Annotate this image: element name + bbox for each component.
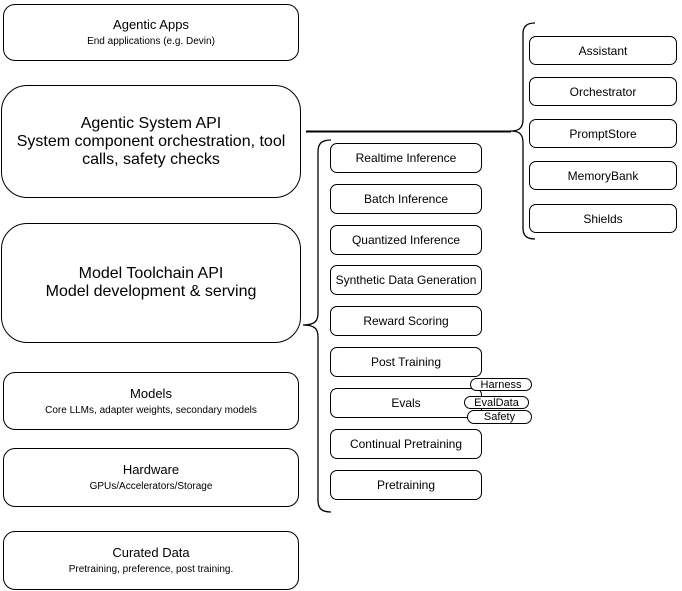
toolchain-brace: [302, 139, 332, 513]
components-brace: [510, 22, 536, 240]
node-quantized-inference: Quantized Inference: [330, 225, 482, 255]
node-pretraining: Pretraining: [330, 470, 482, 500]
node-realtime-inference: Realtime Inference: [330, 143, 482, 173]
tag-harness: Harness: [470, 378, 532, 391]
node-shields: Shields: [529, 204, 677, 233]
node-subtitle: Core LLMs, adapter weights, secondary mo…: [45, 404, 257, 416]
node-post-training: Post Training: [330, 347, 482, 377]
node-evals: Evals: [330, 388, 482, 418]
node-curated-data: Curated Data Pretraining, preference, po…: [3, 531, 299, 590]
node-subtitle: Pretraining, preference, post training.: [68, 564, 234, 575]
node-model-toolchain-api: Model Toolchain API Model development & …: [1, 223, 301, 343]
node-title: Curated Data: [112, 545, 190, 560]
node-subtitle: System component orchestration, tool cal…: [16, 132, 286, 168]
node-agentic-apps: Agentic Apps End applications (e.g. Devi…: [3, 4, 299, 61]
node-continual-pretraining: Continual Pretraining: [330, 429, 482, 459]
node-subtitle: Model development & serving: [45, 283, 257, 300]
node-assistant: Assistant: [529, 36, 677, 65]
node-title: Agentic Apps: [113, 17, 189, 32]
node-subtitle: GPUs/Accelerators/Storage: [89, 481, 213, 492]
tag-safety: Safety: [467, 410, 532, 424]
node-promptstore: PromptStore: [529, 119, 677, 148]
node-batch-inference: Batch Inference: [330, 184, 482, 214]
tag-evaldata: EvalData: [464, 396, 529, 409]
node-agentic-system-api: Agentic System API System component orch…: [1, 85, 301, 198]
node-title: Agentic System API: [80, 114, 222, 132]
node-reward-scoring: Reward Scoring: [330, 306, 482, 336]
node-title: Models: [130, 385, 172, 401]
node-title: Hardware: [122, 462, 180, 477]
node-memorybank: MemoryBank: [529, 161, 677, 190]
node-subtitle: End applications (e.g. Devin): [87, 36, 215, 47]
node-orchestrator: Orchestrator: [529, 77, 677, 106]
node-models: Models Core LLMs, adapter weights, secon…: [3, 372, 299, 430]
node-hardware: Hardware GPUs/Accelerators/Storage: [3, 448, 299, 507]
node-synthetic-data-generation: Synthetic Data Generation: [330, 265, 482, 295]
node-title: Model Toolchain API: [78, 265, 224, 282]
